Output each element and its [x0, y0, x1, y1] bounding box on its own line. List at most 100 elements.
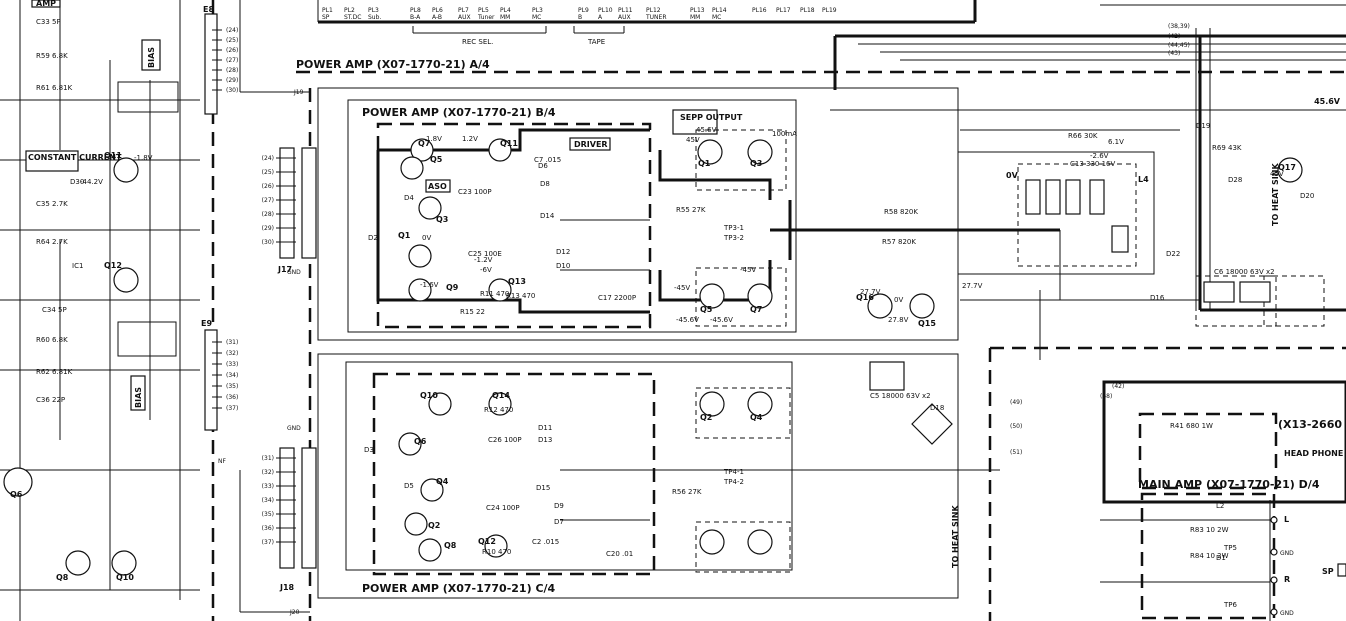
switch-label: PL7 — [458, 7, 469, 14]
svg-text:E9: E9 — [201, 319, 212, 328]
part-label: C24 100P — [486, 504, 520, 512]
part-label: R10 470 — [482, 548, 511, 556]
switch-label: A — [598, 14, 603, 21]
nf-label: NF — [218, 458, 226, 465]
switch-label: Sub. — [368, 14, 381, 21]
connector-e9: E9 (31)(32)(33)(34)(35)(36)(37) — [201, 319, 238, 431]
transistor-symbol — [65, 550, 91, 576]
switch-label: PL17 — [776, 7, 791, 14]
switch-label: PL5 — [478, 7, 489, 14]
section-title-x13: (X13-2660 — [1278, 418, 1342, 431]
part-label: C13 330 16V — [1070, 160, 1116, 168]
diode-label: D18 — [930, 404, 944, 412]
voltage-label: -45V — [740, 266, 756, 274]
switch-label: AUX — [618, 14, 631, 21]
voltage-label: -45.6V — [676, 316, 699, 324]
switch-label: PL12 — [646, 7, 661, 14]
diode-label: D3 — [364, 446, 374, 454]
connector-e8: E8 (24)(25)(26)(27)(28)(29)(30) — [203, 5, 238, 115]
switch-label: PL14 — [712, 7, 727, 14]
pin-label: (42) — [1112, 383, 1124, 390]
diode-label: D12 — [556, 248, 570, 256]
tape-label: TAPE — [587, 38, 605, 46]
part-label: L2 — [1216, 502, 1224, 510]
pin-label: (49) — [1010, 399, 1022, 406]
voltage-label: 6.1V — [1108, 138, 1124, 146]
part-label: C34 5P — [42, 306, 67, 314]
connector-pin-label: (34) — [226, 372, 238, 379]
part-label: C35 2.7K — [36, 200, 68, 208]
switch-label: SP — [322, 14, 330, 21]
transistor-label: Q7 — [418, 139, 430, 148]
transistor-label: Q8 — [444, 541, 457, 550]
connector-pin-label: (32) — [262, 469, 274, 476]
switch-label: Tuner — [477, 14, 495, 21]
switch-label: ST.DC — [344, 14, 361, 21]
transistor-symbol — [113, 267, 139, 293]
connector-pin-label: (25) — [262, 169, 274, 176]
switch-label: PL4 — [500, 7, 511, 14]
diode-label: D15 — [536, 484, 550, 492]
part-label: R60 6.8K — [36, 336, 68, 344]
diode-label: IC1 — [72, 262, 83, 270]
diode-label: D16 — [1150, 294, 1165, 302]
test-point-label: TP6 — [1223, 601, 1237, 609]
transistor-symbol — [3, 467, 33, 497]
output-terminal-label: GND — [1280, 550, 1294, 557]
switch-label: PL1 — [322, 7, 333, 14]
diode-label: D11 — [538, 424, 552, 432]
power-amp-b4-block: POWER AMP (X07-1770-21) B/4 DRIVER ASO S… — [317, 87, 1060, 341]
power-amp-c4-block: POWER AMP (X07-1770-21) C/4 — [317, 353, 1000, 599]
switch-label: TUNER — [645, 14, 667, 21]
part-label: C23 100P — [458, 188, 492, 196]
current-label: 100mA — [772, 130, 797, 138]
connector-pin-label: (31) — [262, 455, 274, 462]
voltage-label: 45.6V — [696, 126, 717, 134]
voltage-label: 45V — [1270, 170, 1284, 178]
part-label: R56 27K — [672, 488, 702, 496]
voltage-label: 45.6V — [1314, 97, 1341, 106]
bus-lines: (38,39) (42) (44,45) (43) — [833, 23, 1346, 312]
test-point-label: TP4-2 — [723, 478, 744, 486]
part-label: C6 18000 63V x2 — [1214, 268, 1275, 276]
switch-label: PL8 — [410, 7, 421, 14]
svg-text:J18: J18 — [279, 583, 295, 592]
switch-label: PL11 — [618, 7, 633, 14]
transistor-label: Q10 — [116, 573, 134, 582]
diode-label: D20 — [1300, 192, 1314, 200]
transistor-label: Q4 — [750, 413, 763, 422]
transistor-label: Q5 — [700, 305, 713, 314]
bus-label: (38,39) — [1168, 23, 1190, 30]
transistor-label: Q3 — [750, 159, 762, 168]
voltage-label: 27.7V — [962, 282, 983, 290]
protection-ic-region: L4 Q16 Q15 Q17 45.6V 0V — [830, 97, 1346, 445]
diode-label: D19 — [1196, 122, 1210, 130]
part-label: C2 .015 — [532, 538, 559, 546]
transistor-label: Q2 — [700, 413, 712, 422]
switch-label: PL10 — [598, 7, 613, 14]
left-bias-section: BIAS BIAS CONSTANT CURRENT Q11 Q12 Q6 Q8… — [0, 0, 200, 621]
gnd-label: GND — [287, 269, 301, 276]
svg-text:E8: E8 — [203, 5, 214, 14]
switch-label: PL3 — [368, 7, 379, 14]
transistor-symbol — [113, 157, 139, 183]
part-label: C25 100E — [468, 250, 502, 258]
switch-label: B-A — [410, 14, 421, 21]
transistor-label: Q12 — [478, 537, 496, 546]
amp-tag: AMP — [36, 0, 56, 8]
part-label: R58 820K — [884, 208, 918, 216]
test-point-label: TP4-1 — [723, 468, 744, 476]
voltage-label: -6V — [480, 266, 492, 274]
part-label: C5 18000 63V x2 — [870, 392, 931, 400]
connector-pin-label: (27) — [262, 197, 274, 204]
section-title-b4: POWER AMP (X07-1770-21) B/4 — [362, 106, 556, 119]
transistor-label: Q10 — [420, 391, 438, 400]
heat-sink-right: TO HEAT SINK — [1271, 163, 1280, 226]
connector-j17: J17 (24)(25)(26)(27)(28)(29)(30) — [262, 147, 317, 274]
switch-label: PL6 — [432, 7, 443, 14]
part-label: R13 470 — [506, 292, 535, 300]
rec-sel-label: REC SEL. — [462, 38, 493, 46]
part-label: R41 680 1W — [1170, 422, 1213, 430]
switch-label: PL16 — [752, 7, 767, 14]
